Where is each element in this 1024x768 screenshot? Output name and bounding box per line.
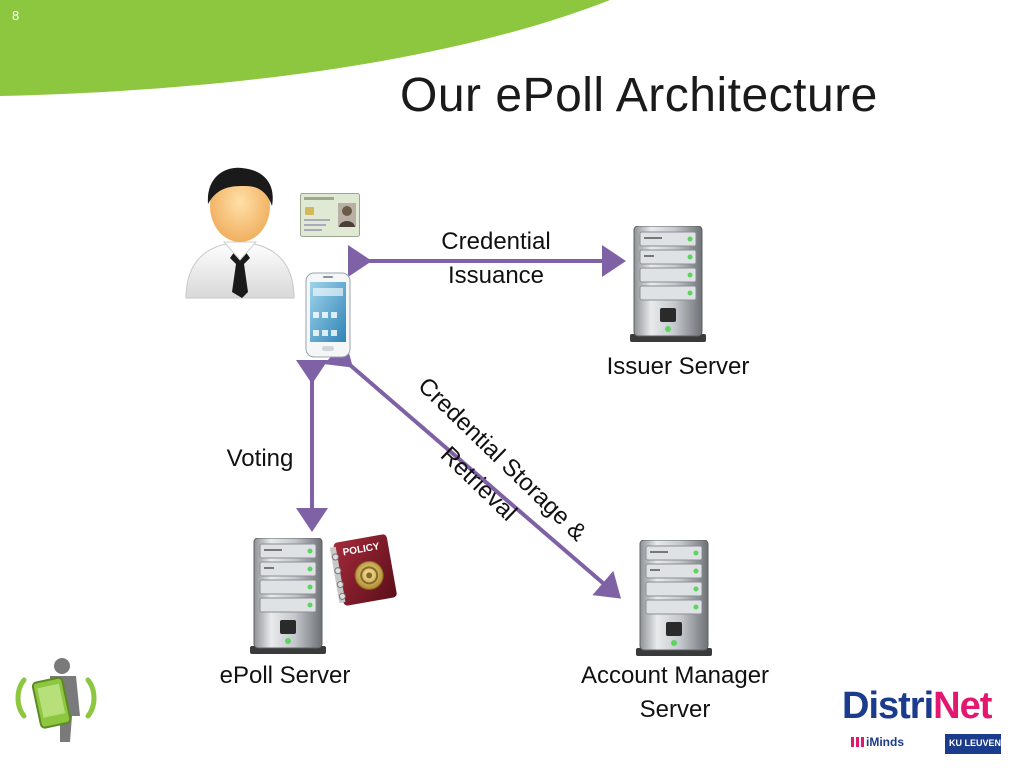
page-title: Our ePoll Architecture (400, 69, 878, 122)
issuer-server-label: Issuer Server (606, 353, 750, 380)
epoll-server-icon (250, 538, 326, 655)
green-header-swoosh (0, 0, 610, 96)
account-manager-server-icon (636, 540, 712, 657)
account-manager-server-label: Account Manager Server (580, 662, 770, 723)
distrinet-logo: DistriNet (842, 685, 992, 727)
slide-number: 8 (12, 8, 20, 23)
credential-issuance-label: Credential Issuance (441, 228, 551, 289)
epoll-server-label: ePoll Server (219, 662, 351, 689)
iminds-mark-icon (851, 737, 864, 747)
voting-label: Voting (226, 445, 294, 472)
storage-arrow (324, 339, 622, 599)
epoll-mascot-logo (15, 658, 97, 742)
issuer-server-icon (630, 226, 706, 343)
kuleuven-logo: KU LEUVEN (945, 734, 1001, 754)
distrinet-logo-net-text: Net (933, 685, 992, 727)
id-card-icon (300, 193, 360, 237)
policy-book-icon: POLICY (330, 534, 397, 606)
iminds-logo-text: iMinds (866, 735, 904, 749)
iminds-logo: iMinds (850, 734, 904, 750)
distrinet-logo-text: DistriNet (842, 685, 992, 727)
kuleuven-logo-text: KU LEUVEN (949, 738, 1002, 748)
user-avatar-icon (185, 167, 295, 299)
smartphone-icon (305, 272, 351, 358)
